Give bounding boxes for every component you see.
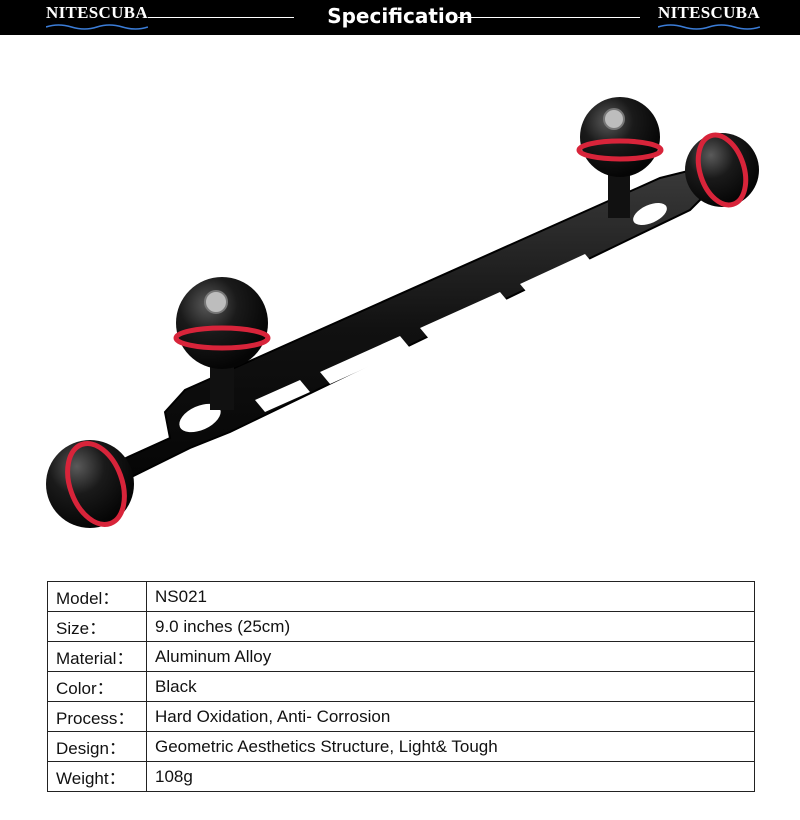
table-row: Material： Aluminum Alloy: [47, 641, 755, 672]
spec-value: Hard Oxidation, Anti- Corrosion: [146, 701, 755, 732]
table-row: Color： Black: [47, 671, 755, 702]
header-rule-right: [458, 17, 640, 18]
arm-bar: [93, 166, 712, 492]
ball-mount-right-top: [576, 97, 664, 218]
spec-value: Geometric Aesthetics Structure, Light& T…: [146, 731, 755, 762]
page-title: Specification: [327, 4, 473, 28]
spec-label: Process：: [47, 701, 147, 732]
spec-value: NS021: [146, 581, 755, 612]
spec-label: Model：: [47, 581, 147, 612]
table-row: Process： Hard Oxidation, Anti- Corrosion: [47, 701, 755, 732]
brand-logo-right: NITESCUBA: [658, 3, 760, 30]
spec-value: 108g: [146, 761, 755, 792]
ball-end-left: [46, 440, 134, 528]
wave-icon: [658, 24, 760, 30]
spec-value: Aluminum Alloy: [146, 641, 755, 672]
spec-label: Size：: [47, 611, 147, 642]
brand-text-right: NITESCUBA: [658, 3, 760, 22]
spec-label: Color：: [47, 671, 147, 702]
header-bar: NITESCUBA Specification NITESCUBA: [0, 0, 800, 35]
wave-icon: [46, 24, 148, 30]
table-row: Weight： 108g: [47, 761, 755, 792]
spec-value: 9.0 inches (25cm): [146, 611, 755, 642]
spec-label: Design：: [47, 731, 147, 762]
spec-label: Material：: [47, 641, 147, 672]
ball-end-right: [685, 132, 759, 208]
header-rule-left: [148, 17, 294, 18]
brand-logo-left: NITESCUBA: [46, 3, 148, 30]
product-photo: [46, 97, 759, 528]
table-row: Model： NS021: [47, 581, 755, 612]
table-row: Design： Geometric Aesthetics Structure, …: [47, 731, 755, 762]
ball-mount-left-top: [173, 277, 271, 410]
spec-value: Black: [146, 671, 755, 702]
spec-label: Weight：: [47, 761, 147, 792]
table-row: Size： 9.0 inches (25cm): [47, 611, 755, 642]
brand-text-left: NITESCUBA: [46, 3, 148, 22]
spec-table: Model： NS021 Size： 9.0 inches (25cm) Mat…: [47, 581, 755, 792]
